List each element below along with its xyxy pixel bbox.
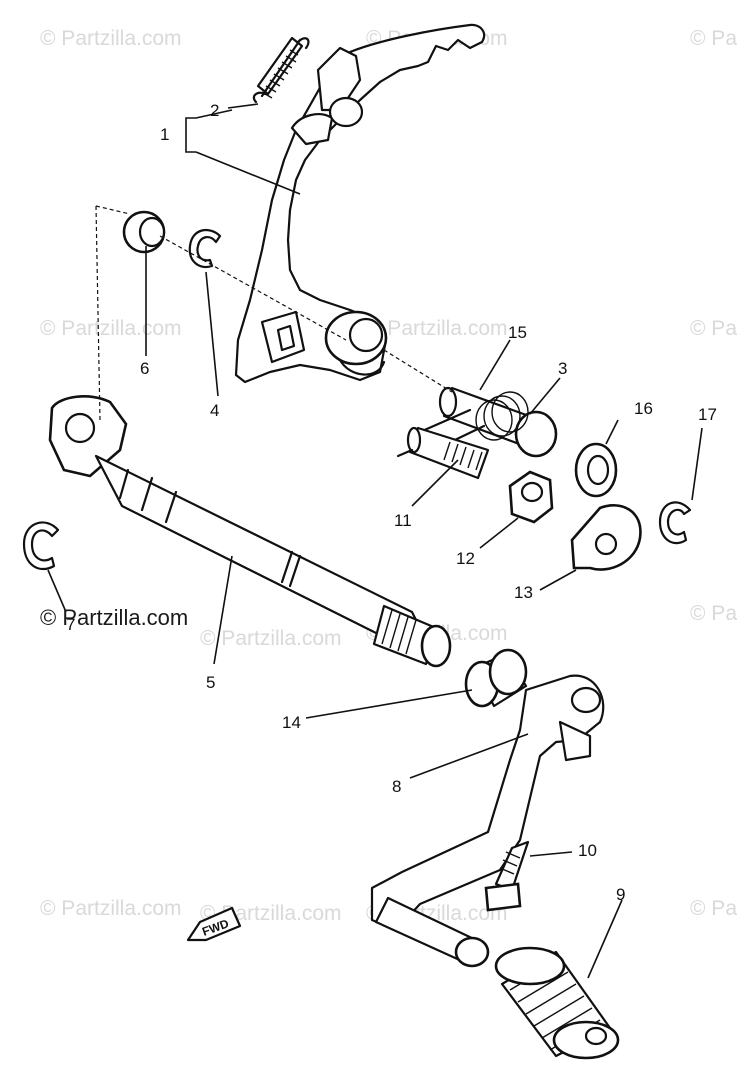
watermark: © Partzilla.com [200,627,342,650]
part-17-circlip [658,501,692,545]
callout-1: 1 [160,125,169,144]
forward-arrow-icon: FWD [186,906,242,942]
callout-2: 2 [210,101,219,120]
callout-17: 17 [698,405,717,424]
part-10-bolt [484,840,530,912]
watermark: © Pa [690,602,737,625]
callout-3: 3 [558,359,567,378]
callout-12: 12 [456,549,475,568]
part-2-spring [252,36,310,104]
callout-5: 5 [206,673,215,692]
watermark: © Pa [690,317,737,340]
leader-lines [47,103,703,979]
watermark: © Partzilla.com [40,897,182,920]
callout-10: 10 [578,841,597,860]
callout-11: 11 [394,511,412,530]
part-16-washer [574,442,618,498]
part-3-torsion-spring [418,391,529,452]
callout-labels: 1 2 3 4 5 6 7 8 9 10 11 12 13 14 15 16 1… [66,101,717,904]
callout-13: 13 [514,583,533,602]
part-12-nut [508,470,554,524]
watermark: © Partzilla.com [366,317,508,340]
part-15-pin [438,386,558,458]
part-4-circlip [188,228,222,269]
part-9-pedal-rubber [494,946,620,1060]
part-11-stud [396,426,490,480]
watermark: © Pa [690,897,737,920]
callout-4: 4 [210,401,219,420]
part-14-collar [464,648,528,708]
assembly-lines [95,205,453,421]
callout-9: 9 [616,885,625,904]
watermark-layer: © Partzilla.com © Partzilla.com © Partzi… [40,27,737,925]
watermark-dark: © Partzilla.com [40,605,188,630]
callout-7: 7 [66,615,75,634]
callout-8: 8 [392,777,401,796]
callout-6: 6 [140,359,149,378]
part-6-bushing [122,210,166,254]
part-1-shift-arm [234,23,486,384]
part-5-shift-shaft [48,395,452,668]
watermark: © Partzilla.com [40,27,182,50]
callout-14: 14 [282,713,301,732]
part-8-shift-pedal [370,674,605,968]
callout-16: 16 [634,399,653,418]
part-7-circlip [22,521,60,571]
watermark: © Pa [690,27,737,50]
part-13-plate [570,504,642,571]
watermark: © Partzilla.com [40,317,182,340]
callout-15: 15 [508,323,527,342]
